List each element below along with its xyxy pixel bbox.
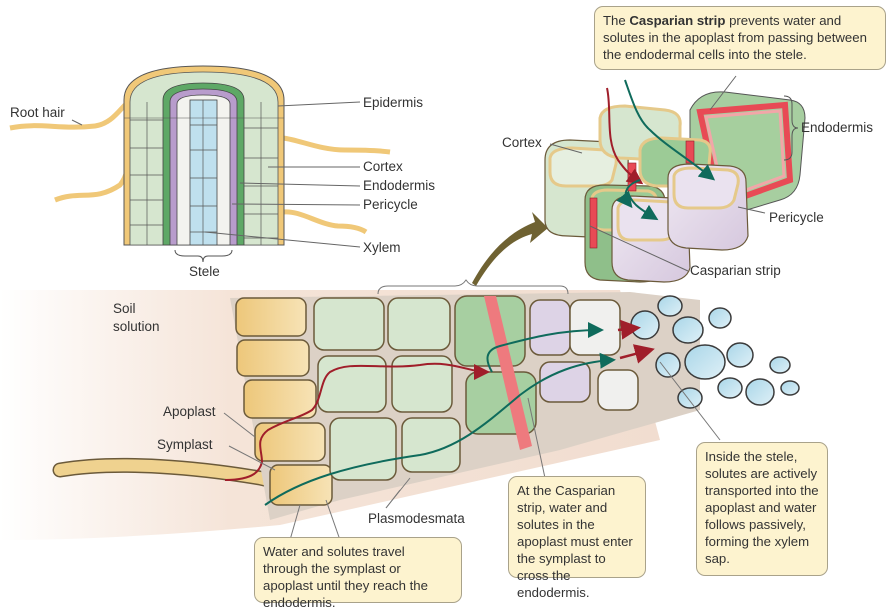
magnify-arrow — [472, 212, 548, 286]
label-stele: Stele — [189, 264, 220, 279]
label-detail-cortex: Cortex — [502, 135, 542, 150]
strip-segment — [589, 197, 598, 249]
symplast-pathway — [264, 352, 616, 506]
root-xylem — [189, 99, 218, 246]
callout-bold-term: Casparian strip — [629, 13, 726, 28]
root-hair-left-upper — [9, 103, 127, 131]
apoplast-pathway — [224, 362, 490, 481]
callout-casparian: At the Casparian strip, water and solute… — [508, 476, 646, 600]
label-root-hair: Root hair — [10, 105, 65, 120]
label-detail-endodermis: Endodermis — [801, 120, 874, 135]
stele-brace — [174, 249, 233, 263]
callout-stele: Inside the stele, solutes are actively t… — [696, 442, 828, 576]
label-cortex: Cortex — [363, 159, 403, 174]
root-section-illustration — [9, 65, 391, 263]
pathway-illustration — [0, 279, 800, 541]
callout-travel: Water and solutes travel through the sym… — [254, 537, 462, 610]
root-hair-right-lower — [282, 209, 368, 235]
cell-detail-illustration — [544, 75, 806, 283]
root-hair-right-upper — [282, 135, 391, 155]
label-endodermis: Endodermis — [363, 178, 436, 193]
label-detail-pericycle: Pericycle — [769, 210, 824, 225]
label-xylem: Xylem — [363, 240, 401, 255]
callout-casparian-strip-top: The Casparian strip prevents water and s… — [594, 6, 886, 70]
root-hair-left-lower — [54, 169, 130, 203]
label-symplast: Symplast — [157, 437, 213, 452]
label-pericycle: Pericycle — [363, 197, 418, 212]
label-plasmodesmata: Plasmodesmata — [368, 511, 465, 526]
casparian-strip-band — [484, 296, 532, 450]
label-detail-casparian-strip: Casparian strip — [690, 263, 781, 278]
label-apoplast: Apoplast — [163, 404, 216, 419]
label-epidermis: Epidermis — [363, 95, 424, 110]
label-soil-solution: Soil solution — [113, 301, 160, 334]
